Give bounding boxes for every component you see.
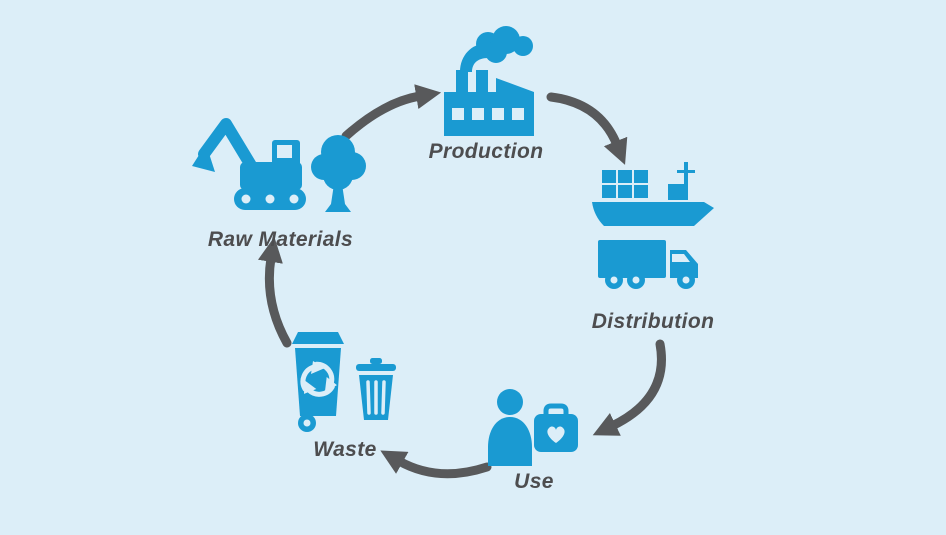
node-label-distribution: Distribution	[591, 310, 715, 333]
factory-windows	[452, 108, 524, 120]
node-label-raw-materials: Raw Materials	[207, 228, 354, 251]
arrow-production-to-distribution	[546, 92, 628, 165]
person-briefcase-icon	[488, 389, 578, 466]
node-label-waste: Waste	[313, 438, 377, 461]
arrow-waste-to-raw	[257, 236, 292, 348]
person	[488, 389, 532, 466]
wheelie-bin	[292, 332, 344, 432]
arrow-distribution-to-use	[592, 339, 666, 436]
recycling-bins-icon	[292, 332, 396, 432]
tree	[311, 135, 366, 212]
recycle-symbol	[300, 361, 337, 397]
node-raw-materials: Raw Materials	[188, 92, 373, 252]
delivery-truck	[598, 240, 698, 289]
factory-icon	[444, 26, 534, 136]
node-label-use: Use	[514, 470, 554, 493]
factory-building	[444, 70, 534, 136]
node-production: Production	[428, 24, 544, 164]
trash-can	[356, 358, 396, 420]
node-waste: Waste	[286, 328, 404, 462]
heart	[547, 426, 565, 443]
cargo-ship	[592, 162, 714, 226]
briefcase	[534, 403, 578, 452]
node-distribution: Distribution	[592, 158, 714, 334]
node-label-production: Production	[428, 140, 544, 163]
excavator-tree-icon	[192, 118, 366, 212]
cargo-ship-truck-icon	[592, 162, 714, 289]
node-use: Use	[482, 388, 586, 494]
excavator	[192, 118, 306, 210]
smoke-cloud	[460, 26, 533, 72]
arrow-use-to-waste	[380, 450, 492, 479]
